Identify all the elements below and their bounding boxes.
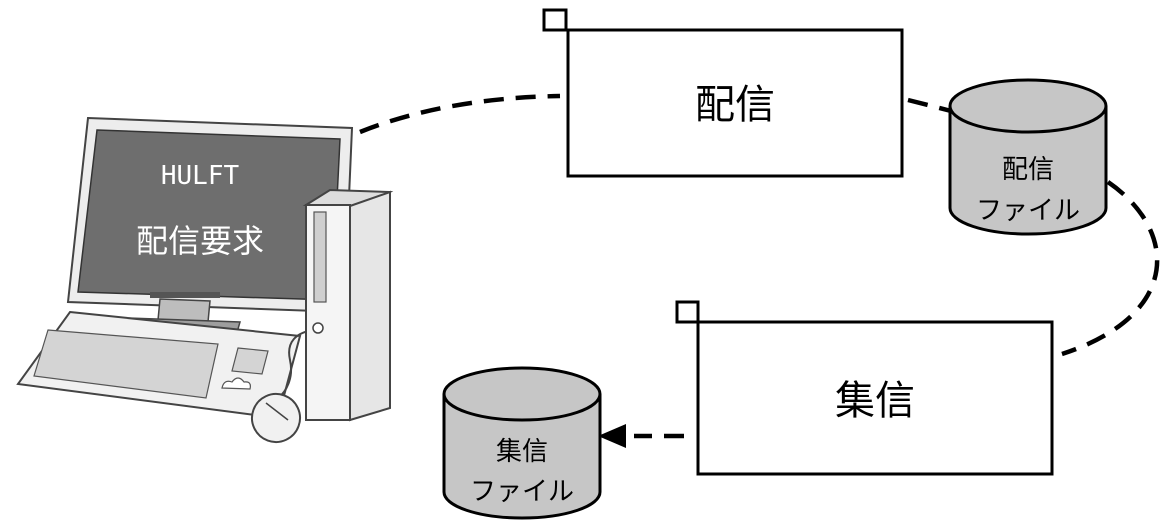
tower-drive-slot	[313, 211, 327, 303]
tower-side	[349, 190, 391, 422]
recv-file-top	[442, 366, 602, 422]
recv-box-frame	[696, 320, 1054, 476]
mouse-cable	[277, 329, 316, 399]
send-file-label-line2: ファイル	[976, 196, 1080, 226]
recv-file-cylinder: 集信 ファイル	[442, 366, 602, 520]
mouse	[251, 393, 301, 443]
tower-power-button	[312, 322, 324, 334]
recv-box-label: 集信	[835, 378, 915, 424]
mouse-button-line	[265, 402, 289, 421]
send-file-body	[948, 106, 1108, 236]
cloud-icon	[221, 377, 251, 390]
recv-file-label-line2: ファイル	[470, 477, 574, 507]
keyboard-numpad	[231, 347, 269, 375]
send-box-corner-marker	[542, 8, 568, 32]
screen-text-hulft: HULFT	[161, 161, 240, 191]
stand-highlight	[150, 292, 220, 298]
monitor-screen	[77, 129, 341, 301]
send-process-box: 配信	[542, 8, 904, 178]
send-box-label: 配信	[695, 82, 775, 128]
send-file-top	[948, 78, 1108, 134]
recv-file-body	[442, 394, 602, 520]
monitor-neck	[157, 298, 211, 323]
screen-text-request: 配信要求	[136, 222, 264, 260]
desktop-pc-icon: HULFT 配信要求	[16, 116, 394, 443]
connector-send-to-file	[907, 97, 956, 115]
connector-file-to-recv	[1061, 180, 1160, 357]
receive-process-box: 集信	[675, 300, 1054, 476]
send-file-cylinder: 配信 ファイル	[948, 78, 1108, 236]
connector-pc-to-send	[359, 93, 561, 135]
send-box-frame	[566, 28, 904, 178]
tower-front	[305, 204, 351, 421]
keyboard-keys	[33, 329, 219, 399]
recv-box-corner-marker	[675, 300, 700, 324]
send-file-label-line1: 配信	[1002, 155, 1054, 185]
recv-file-label-line1: 集信	[496, 437, 548, 467]
arrowhead-to-recv-file	[598, 424, 626, 448]
